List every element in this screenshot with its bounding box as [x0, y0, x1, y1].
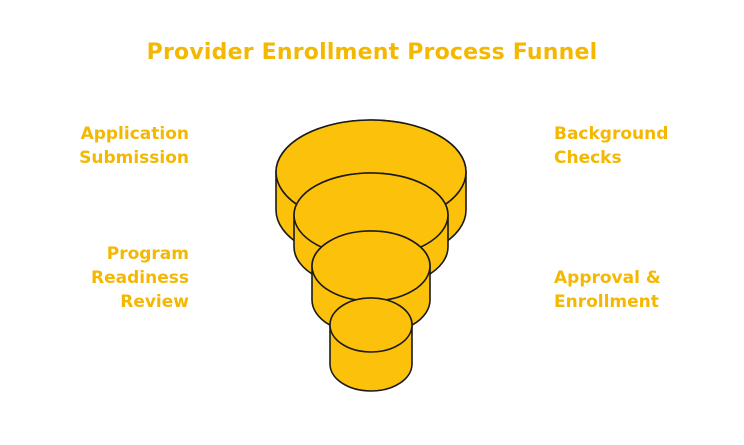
stage-label-line: Readiness [91, 268, 189, 288]
funnel-tier-4 [329, 297, 413, 392]
stage-label-line: Review [120, 292, 189, 312]
stage-label-program-readiness-review: Program Readiness Review [91, 242, 189, 314]
stage-label-background-checks: Background Checks [554, 122, 668, 170]
stage-label-line: Application [80, 124, 189, 144]
stage-label-line: Enrollment [554, 292, 659, 312]
stage-label-line: Submission [79, 148, 189, 168]
stage-label-line: Background [554, 124, 669, 144]
stage-label-application-submission: Application Submission [79, 122, 189, 170]
page-title: Provider Enrollment Process Funnel [146, 40, 598, 65]
stage-label-approval-enrollment: Approval & Enrollment [554, 266, 661, 314]
stage-label-line: Approval & [554, 268, 661, 288]
stage-label-line: Checks [554, 148, 622, 168]
stage-label-line: Program [106, 244, 189, 264]
